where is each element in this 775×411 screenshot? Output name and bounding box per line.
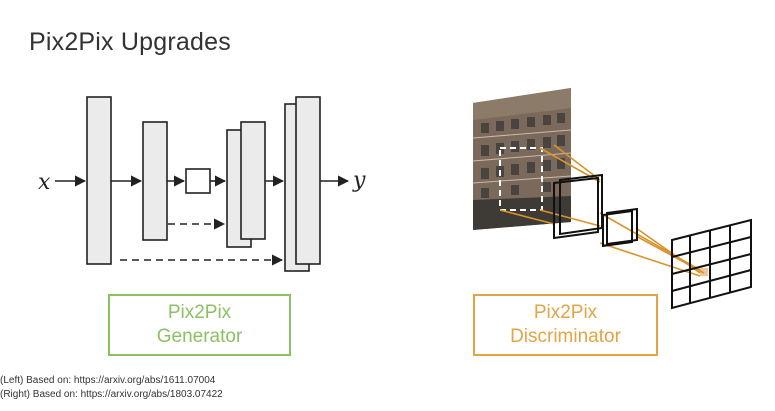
footnote-right-source: (Right) Based on: https://arxiv.org/abs/… — [0, 389, 223, 400]
feature-map-1 — [553, 176, 599, 240]
decoder-block-2 — [240, 121, 266, 240]
generator-caption: Pix2Pix Generator — [108, 294, 291, 356]
footnote-left-source: (Left) Based on: https://arxiv.org/abs/1… — [0, 375, 216, 386]
discriminator-caption-line1: Pix2Pix — [533, 302, 598, 323]
slide-title: Pix2Pix Upgrades — [29, 28, 231, 56]
bottleneck-block — [185, 168, 211, 194]
discriminator-caption: Pix2Pix Discriminator — [473, 294, 658, 356]
decoder-block-1 — [295, 96, 321, 265]
encoder-block-1 — [86, 96, 112, 265]
generator-caption-line1: Pix2Pix — [167, 302, 232, 323]
encoder-block-2 — [142, 121, 168, 241]
output-label: y — [352, 168, 366, 193]
generator-caption-line2: Generator — [156, 326, 243, 347]
input-label: x — [38, 170, 51, 195]
input-patch-dashed — [499, 147, 543, 211]
feature-map-2 — [602, 209, 633, 248]
output-patch-grid — [671, 218, 752, 310]
discriminator-caption-line2: Discriminator — [510, 326, 621, 347]
